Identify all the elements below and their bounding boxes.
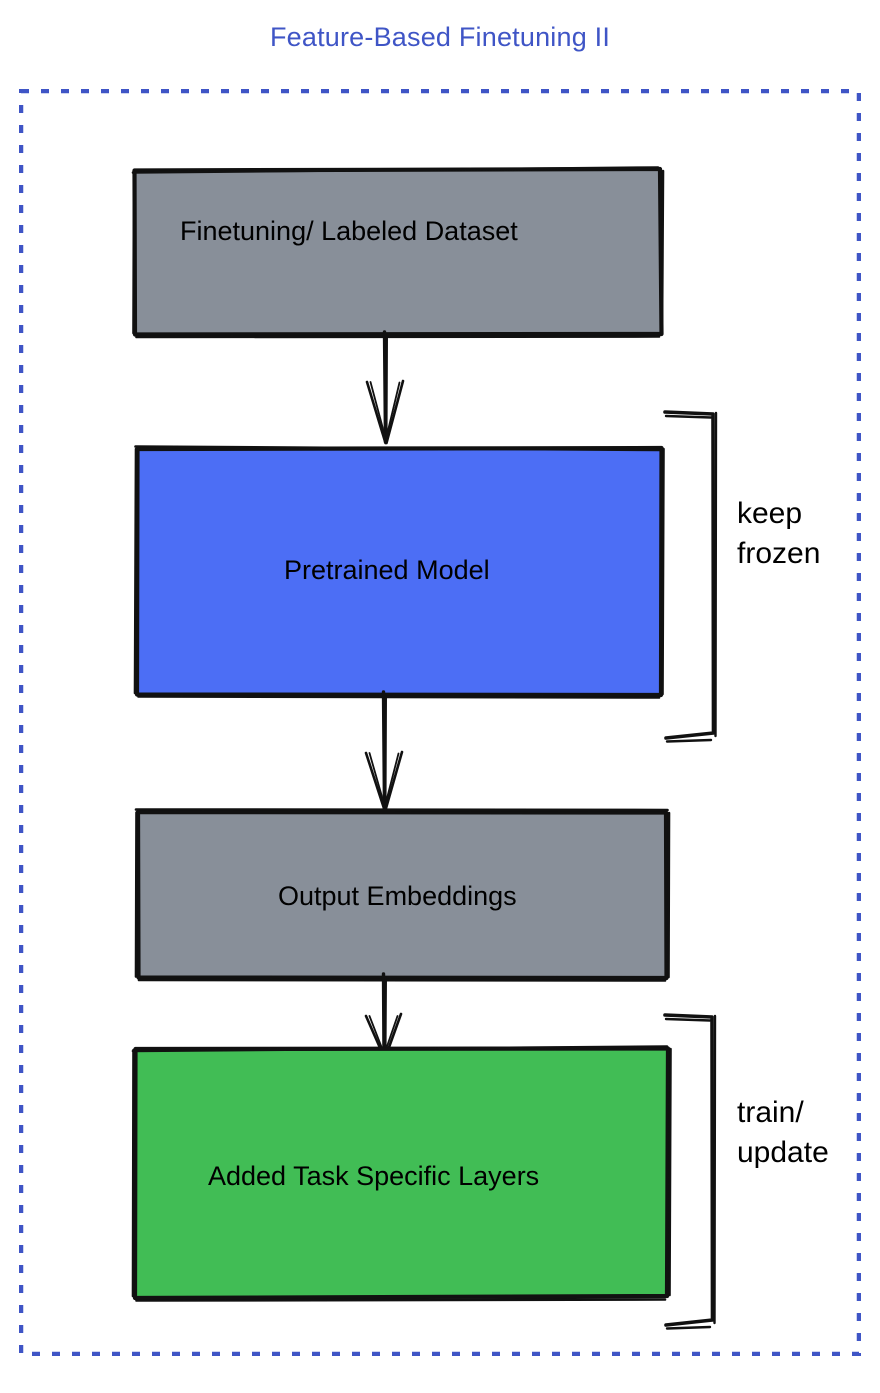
node-task-layers-outline [131, 1045, 672, 1302]
bracket-train-update [655, 1008, 745, 1343]
annotation-keep-frozen-line-1: keep [737, 497, 803, 530]
arrow-dataset-to-pretrained [340, 330, 450, 455]
annotation-keep-frozen: keep frozen [737, 494, 820, 574]
arrow-pretrained-to-embeddings [340, 690, 450, 820]
node-dataset-fill [134, 170, 661, 334]
node-task-layers-fill [135, 1049, 668, 1298]
node-pretrained[interactable]: Pretrained Model [133, 445, 665, 699]
annotation-keep-frozen-line-2: frozen [737, 537, 821, 570]
node-embeddings[interactable]: Output Embeddings [134, 808, 671, 982]
node-dataset[interactable]: Finetuning/ Labeled Dataset [131, 166, 665, 339]
bracket-train-update-svg [663, 1013, 717, 1330]
annotation-train-update-line-1: train/ [737, 1096, 804, 1129]
arrow-down-icon [365, 330, 405, 445]
page-title: Feature-Based Finetuning II [269, 22, 611, 52]
node-embeddings-outline [134, 808, 671, 982]
node-pretrained-fill [137, 449, 661, 695]
node-pretrained-label: Pretrained Model [284, 555, 490, 585]
node-task-layers[interactable]: Added Task Specific Layers [131, 1045, 672, 1302]
node-embeddings-fill [138, 812, 666, 978]
annotation-train-update: train/ update [737, 1093, 829, 1173]
node-pretrained-outline [133, 445, 665, 699]
node-embeddings-label: Output Embeddings [278, 881, 517, 911]
node-dataset-label: Finetuning/ Labeled Dataset [180, 216, 518, 246]
node-dataset-outline [131, 166, 665, 339]
arrow-down-icon [364, 690, 404, 812]
bracket-keep-frozen [655, 405, 745, 755]
node-task-layers-label: Added Task Specific Layers [208, 1161, 540, 1191]
annotation-train-update-line-2: update [737, 1136, 829, 1169]
bracket-keep-frozen-svg [663, 410, 718, 743]
